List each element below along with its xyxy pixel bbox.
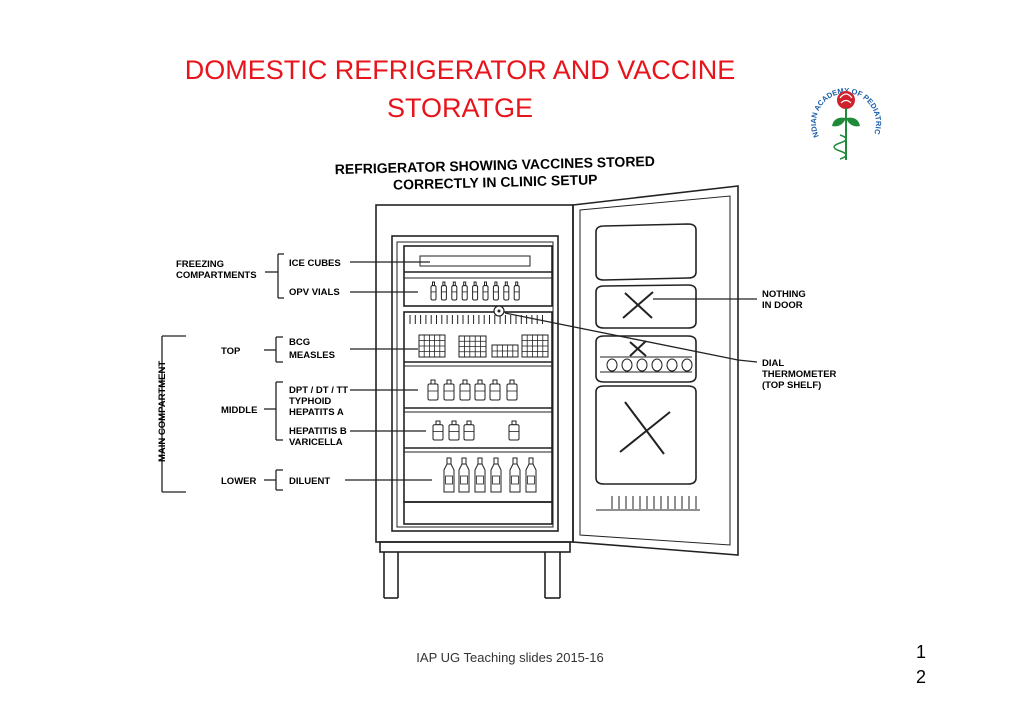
label-middle: MIDDLE <box>221 405 257 416</box>
slide-title-line2: STORATGE <box>386 93 534 123</box>
label-dpt: DPT / DT / TT <box>289 385 348 396</box>
diluent-bottle <box>458 457 470 493</box>
bcg-measles-boxes <box>418 334 549 358</box>
egg-slot <box>651 358 663 372</box>
label-freezing-line2: COMPARTMENTS <box>176 270 257 281</box>
label-typhoid: TYPHOID <box>289 396 331 407</box>
slide-title-line1: DOMESTIC REFRIGERATOR AND VACCINE <box>184 55 736 85</box>
drip-tray-ticks <box>409 315 543 324</box>
egg-slot <box>621 358 633 372</box>
bracket-lines <box>161 253 758 493</box>
label-nothing-line2: IN DOOR <box>762 300 803 311</box>
diluent-bottles-group <box>443 457 537 493</box>
opv-vial <box>430 281 437 301</box>
footer-text: IAP UG Teaching slides 2015-16 <box>416 650 604 665</box>
label-dial-line3: (TOP SHELF) <box>762 380 821 391</box>
hepatitis-vial <box>508 420 520 441</box>
vaccine-box <box>458 335 487 358</box>
iap-logo: INDIAN ACADEMY OF PEDIATRICS <box>0 0 883 160</box>
dpt-vial <box>427 379 439 401</box>
opv-vial <box>482 281 489 301</box>
door-shelf-3 <box>595 335 697 383</box>
dial-thermometer-icon <box>493 305 505 317</box>
vaccine-box <box>418 334 446 358</box>
dpt-vial <box>474 379 486 401</box>
dpt-vials-group <box>427 379 518 401</box>
rose-icon <box>837 91 855 109</box>
opv-vials-group <box>430 281 520 301</box>
door-egg-tray <box>606 358 693 372</box>
door-shelf-2 <box>595 284 697 329</box>
opv-vial <box>472 281 479 301</box>
label-dial-line2: THERMOMETER <box>762 369 837 380</box>
diluent-bottle <box>509 457 521 493</box>
label-ice-cubes: ICE CUBES <box>289 258 341 269</box>
opv-vial <box>451 281 458 301</box>
dpt-vial <box>443 379 455 401</box>
ice-cube-tray <box>419 255 531 267</box>
hepatitis-vials-group <box>432 420 520 441</box>
leaf-icon <box>832 117 860 127</box>
label-opv-vials: OPV VIALS <box>289 287 340 298</box>
opv-vial <box>461 281 468 301</box>
label-top: TOP <box>221 346 241 357</box>
label-varicella: VARICELLA <box>289 437 343 448</box>
freezer-compartment <box>403 245 553 307</box>
label-nothing-line1: NOTHING <box>762 289 806 300</box>
diluent-bottle <box>443 457 455 493</box>
door-shelf-1 <box>595 223 697 281</box>
label-freezing-line1: FREEZING <box>176 259 224 270</box>
label-dial-line1: DIAL <box>762 358 784 369</box>
diagram-labels: FREEZING COMPARTMENTS ICE CUBES OPV VIAL… <box>157 258 837 487</box>
vaccine-box <box>521 334 549 358</box>
label-hepatitis-b: HEPATITIS B <box>289 426 347 437</box>
door-ticks <box>611 496 697 509</box>
refrigerator-door <box>572 185 739 556</box>
opv-vial <box>503 281 510 301</box>
label-hepatitis-a: HEPATITS A <box>289 407 344 418</box>
diluent-bottle <box>525 457 537 493</box>
dpt-vial <box>489 379 501 401</box>
label-main-compartment: MAIN COMPARTMENT <box>157 361 168 462</box>
dpt-vial <box>506 379 518 401</box>
dpt-vial <box>459 379 471 401</box>
caduceus-icon <box>833 134 847 160</box>
vaccine-box <box>491 344 519 358</box>
label-diluent: DILUENT <box>289 476 330 487</box>
egg-slot <box>666 358 678 372</box>
cross-icon <box>619 291 671 455</box>
diluent-bottle <box>474 457 486 493</box>
opv-vial <box>492 281 499 301</box>
page-number-line1: 1 <box>915 642 926 662</box>
opv-vial <box>440 281 447 301</box>
diluent-bottle <box>490 457 502 493</box>
refrigerator-body <box>375 204 574 599</box>
label-bcg: BCG <box>289 337 310 348</box>
egg-slot <box>636 358 648 372</box>
hepatitis-vial <box>448 420 460 441</box>
egg-slot <box>681 358 693 372</box>
opv-vial <box>513 281 520 301</box>
page-number-line2: 2 <box>915 667 926 687</box>
label-lower: LOWER <box>221 476 256 487</box>
logo-text: INDIAN ACADEMY OF PEDIATRICS <box>0 0 883 139</box>
label-measles: MEASLES <box>289 350 335 361</box>
egg-slot <box>606 358 618 372</box>
diagram-heading-line2: CORRECTLY IN CLINIC SETUP <box>393 171 598 192</box>
door-shelf-4 <box>595 385 697 485</box>
hepatitis-vial <box>463 420 475 441</box>
hepatitis-vial <box>432 420 444 441</box>
